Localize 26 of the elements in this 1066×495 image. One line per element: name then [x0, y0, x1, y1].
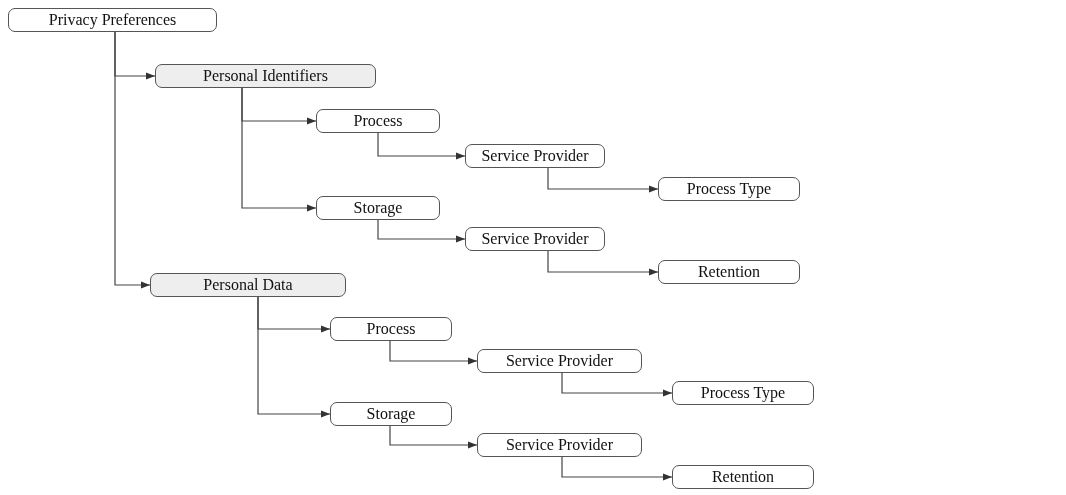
arrow — [561, 456, 673, 481]
arrow — [561, 372, 673, 397]
arrow — [377, 132, 466, 160]
arrow — [389, 340, 478, 365]
arrow — [257, 296, 331, 418]
arrow — [547, 250, 659, 276]
arrow — [114, 31, 151, 289]
tree-node-box: Service Provider — [465, 144, 605, 168]
tree-node-box: Process — [316, 109, 440, 133]
tree-node-box: Storage — [316, 196, 440, 220]
tree-node-box: Privacy Preferences — [8, 8, 217, 32]
arrow — [377, 219, 466, 243]
tree-node-box: Service Provider — [477, 433, 642, 457]
arrow — [389, 425, 478, 449]
tree-node-box: Retention — [658, 260, 800, 284]
tree-node-box: Service Provider — [477, 349, 642, 373]
tree-node-box: Process Type — [672, 381, 814, 405]
tree-node-box: Retention — [672, 465, 814, 489]
tree-node-box: Personal Identifiers — [155, 64, 376, 88]
tree-node-box: Storage — [330, 402, 452, 426]
tree-node-box: Process Type — [658, 177, 800, 201]
tree-node-box: Process — [330, 317, 452, 341]
tree-node-box: Personal Data — [150, 273, 346, 297]
arrow — [547, 167, 659, 193]
tree-node-box: Service Provider — [465, 227, 605, 251]
arrow — [241, 87, 317, 212]
